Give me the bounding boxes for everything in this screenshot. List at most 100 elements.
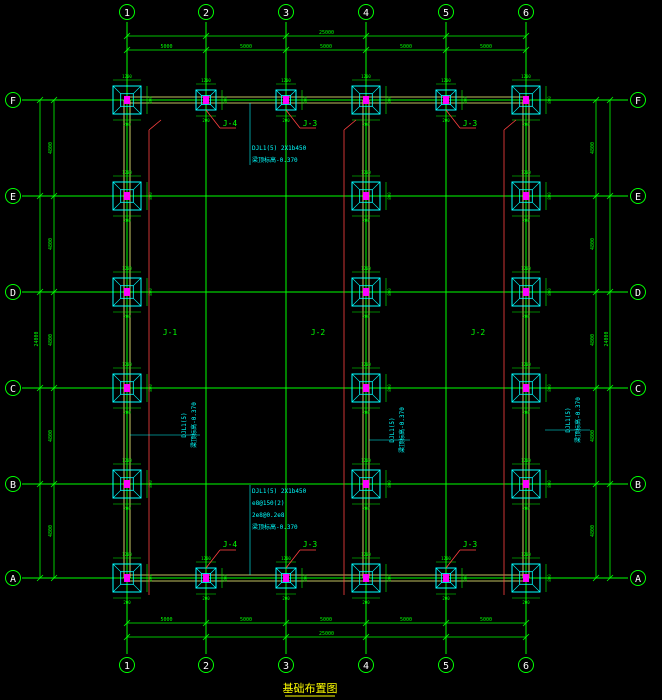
footing-dim-text: 1200: [361, 74, 371, 79]
axis-bubble-col: [438, 657, 454, 673]
dim-tick: [123, 619, 131, 627]
dim-text-overall: 25000: [319, 631, 334, 637]
footing-slope-line: [532, 584, 541, 593]
axis-bubble-col: [438, 4, 454, 20]
footing-slope-line: [532, 202, 541, 211]
dim-text-bay: 5000: [480, 44, 492, 50]
strip-label: J-2: [311, 328, 326, 337]
column-mark: [523, 384, 529, 392]
footing-dim-text: 1200: [441, 556, 451, 561]
footing-dim-text: 1200: [521, 266, 531, 271]
footing-slope-line: [532, 394, 541, 403]
footing-dim-text: 800: [463, 574, 468, 582]
footing-slope-line: [290, 567, 297, 574]
dim-tick: [50, 288, 58, 296]
footing-slope-line: [532, 373, 541, 382]
side-note-b-line: DJL1(5): [389, 417, 396, 442]
column-mark: [363, 574, 369, 582]
dim-text-bay: 5000: [160, 617, 172, 623]
footing-dim-text: 800: [547, 192, 552, 200]
footing-slope-line: [372, 490, 381, 499]
axis-label-col: 4: [363, 661, 369, 672]
dim-tick: [123, 32, 131, 40]
footing-slope-line: [372, 181, 381, 190]
footing-dim-text: 1200: [201, 556, 211, 561]
footing-dim-text: 1200: [281, 78, 291, 83]
footing-outline: [511, 563, 541, 593]
footing-slope-line: [351, 584, 360, 593]
footing-slope-line: [372, 373, 381, 382]
footing-outline: [112, 277, 142, 307]
column-mark: [523, 480, 529, 488]
footing-dim-text: 1200: [441, 78, 451, 83]
footing-outline: [511, 373, 541, 403]
footing-dim-text: 800: [148, 288, 153, 296]
footing-pedestal: [281, 95, 291, 105]
footing-dim-text: 800: [387, 96, 392, 104]
footing-slope-line: [511, 298, 520, 307]
axis-bubble-col: [518, 4, 534, 20]
footing-slope-line: [112, 202, 121, 211]
axis-bubble-col: [119, 4, 135, 20]
column-mark: [203, 96, 209, 104]
footing-dim-text: 200: [123, 218, 131, 223]
axis-label-row: D: [635, 288, 641, 299]
footing-dim-text: 1200: [521, 458, 531, 463]
axis-label-col: 5: [443, 8, 449, 19]
dim-text-bay: 5000: [400, 44, 412, 50]
footing-dim-text: 800: [547, 96, 552, 104]
axis-bubble-row: [5, 380, 21, 396]
footing-slope-line: [133, 394, 142, 403]
footing-slope-line: [210, 104, 217, 111]
drawing-title: 基础布置图: [283, 682, 338, 695]
footing-pedestal: [519, 93, 533, 107]
footing-outline: [351, 277, 381, 307]
footing-slope-line: [450, 104, 457, 111]
footing-outline: [351, 373, 381, 403]
dim-tick: [606, 96, 614, 104]
column-mark: [124, 192, 130, 200]
footing-slope-line: [133, 181, 142, 190]
footing-slope-line: [372, 106, 381, 115]
footing-slope-line: [372, 563, 381, 572]
footing-dim-text: 1200: [122, 458, 132, 463]
axis-bubble-row: [630, 284, 646, 300]
axis-bubble-col: [358, 4, 374, 20]
axis-label-row: E: [10, 192, 16, 203]
column-mark: [523, 288, 529, 296]
footing-slope-line: [210, 582, 217, 589]
footing-dim-text: 200: [522, 314, 530, 319]
footing-dim-text: 800: [547, 384, 552, 392]
footing-slope-line: [133, 106, 142, 115]
footing-dim-text: 1200: [361, 552, 371, 557]
footing-dim-text: 1200: [521, 552, 531, 557]
footing-slope-line: [511, 85, 520, 94]
footing-pedestal: [359, 189, 373, 203]
dim-tick: [592, 192, 600, 200]
footing-slope-line: [133, 490, 142, 499]
dim-tick: [362, 46, 370, 54]
footing-dim-text: 200: [442, 118, 450, 123]
footing-dim-text: 1200: [122, 362, 132, 367]
dim-tick: [282, 633, 290, 641]
axis-bubble-row: [630, 188, 646, 204]
footing-slope-line: [112, 85, 121, 94]
dim-tick: [592, 288, 600, 296]
dim-tick: [36, 288, 44, 296]
footing-outline: [511, 469, 541, 499]
side-note-a-line: 梁顶标高-0.370: [190, 402, 198, 448]
dim-text-overall-v: 24000: [604, 331, 610, 346]
footing-tag-bottom: J-3: [463, 540, 478, 549]
footing-slope-line: [275, 89, 282, 96]
footing-dim-text: 800: [387, 574, 392, 582]
footing-outline: [112, 469, 142, 499]
dim-text-bay-v: 4800: [590, 238, 596, 250]
axis-label-row: A: [10, 574, 16, 585]
